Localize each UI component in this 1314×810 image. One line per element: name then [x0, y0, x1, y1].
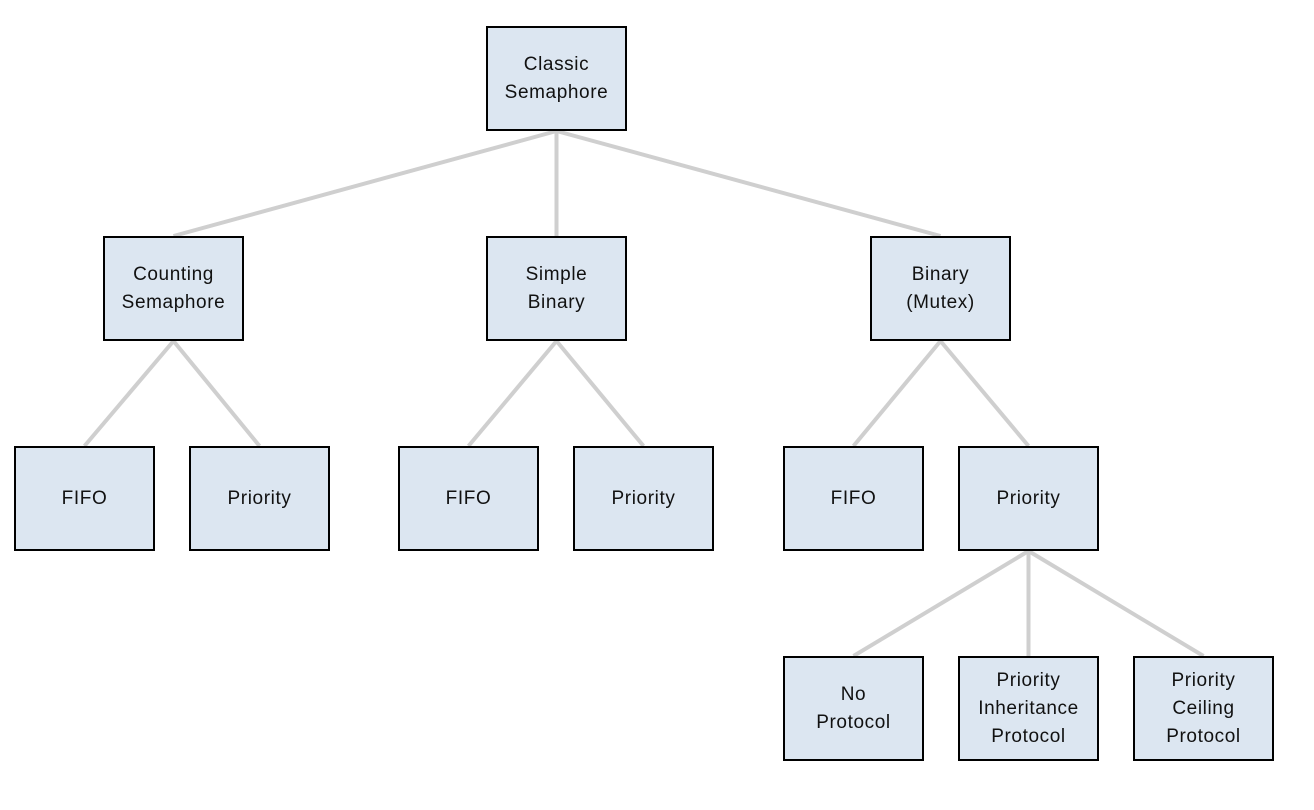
node-label: Priority: [996, 487, 1061, 509]
node-label: Simple Binary: [525, 263, 588, 313]
node-binary-mutex: Binary (Mutex): [870, 236, 1011, 341]
node-simple-binary-priority: Priority: [573, 446, 714, 551]
node-binary-mutex-fifo: FIFO: [783, 446, 924, 551]
node-label: Counting Semaphore: [121, 263, 226, 313]
node-counting-fifo: FIFO: [14, 446, 155, 551]
node-label: FIFO: [61, 487, 108, 509]
node-classic-semaphore: Classic Semaphore: [486, 26, 627, 131]
node-priority-ceiling-protocol: Priority Ceiling Protocol: [1133, 656, 1274, 761]
node-no-protocol: No Protocol: [783, 656, 924, 761]
node-label: Classic Semaphore: [504, 53, 609, 103]
node-counting-priority: Priority: [189, 446, 330, 551]
edge-priority-to-no-protocol: [852, 549, 1030, 658]
node-label: No Protocol: [816, 683, 891, 733]
node-simple-binary: Simple Binary: [486, 236, 627, 341]
node-label: FIFO: [445, 487, 492, 509]
edge-simple-to-priority: [554, 339, 646, 448]
node-binary-mutex-priority: Priority: [958, 446, 1099, 551]
node-label: Priority: [227, 487, 292, 509]
node-simple-binary-fifo: FIFO: [398, 446, 539, 551]
edge-priority-to-ceiling: [1027, 549, 1205, 658]
node-label: Binary (Mutex): [906, 263, 975, 313]
node-priority-inheritance-protocol: Priority Inheritance Protocol: [958, 656, 1099, 761]
edge-classic-to-binary: [555, 129, 942, 238]
node-label: Priority: [611, 487, 676, 509]
node-label: Priority Inheritance Protocol: [978, 669, 1079, 747]
edge-binary-to-fifo: [851, 339, 943, 448]
node-counting-semaphore: Counting Semaphore: [103, 236, 244, 341]
node-label: Priority Ceiling Protocol: [1166, 669, 1241, 747]
edge-binary-to-priority: [938, 339, 1031, 448]
edge-counting-to-priority: [171, 339, 262, 448]
node-label: FIFO: [830, 487, 877, 509]
edge-simple-to-fifo: [466, 339, 559, 448]
edge-counting-to-fifo: [82, 339, 176, 448]
edge-classic-to-counting: [172, 129, 558, 238]
